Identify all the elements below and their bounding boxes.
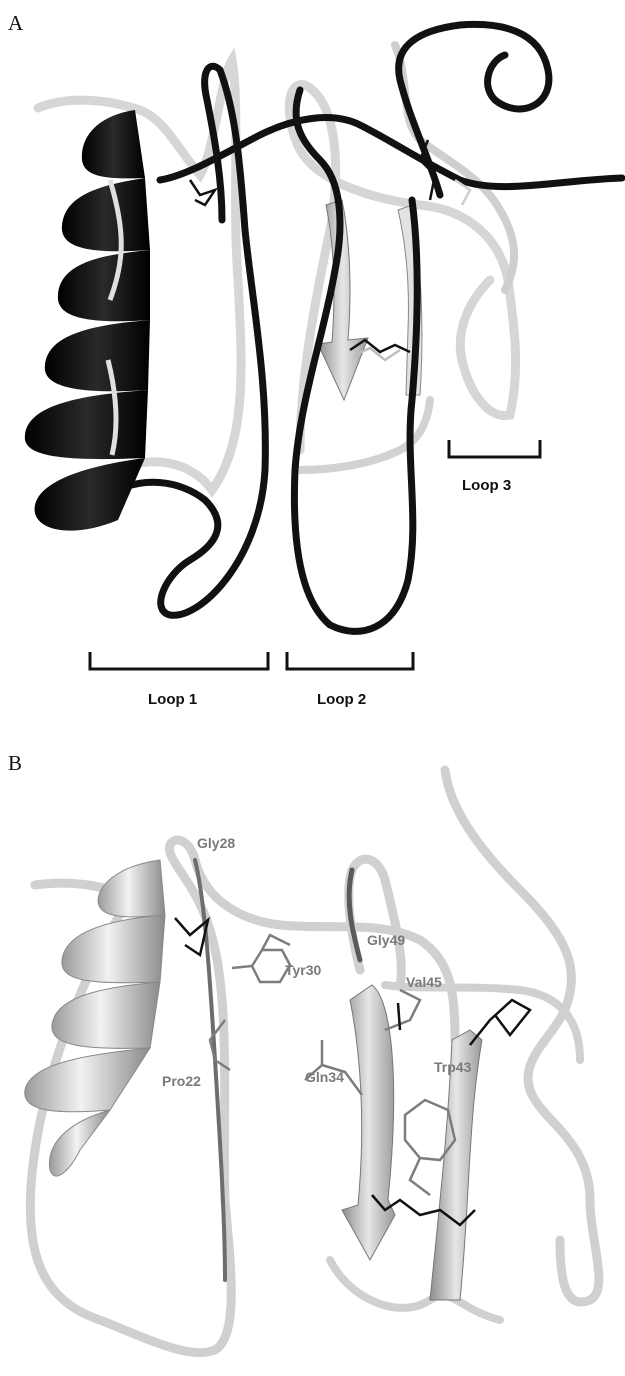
loop-brackets	[90, 440, 540, 669]
strand-b1	[342, 985, 395, 1260]
panel-a-structure	[25, 24, 622, 631]
coil-bottom	[330, 1260, 500, 1320]
panel-b-structure	[25, 770, 599, 1353]
loop-3-bracket	[449, 440, 540, 457]
residue-label-trp43: Trp43	[434, 1059, 472, 1075]
residue-label-tyr30: Tyr30	[285, 962, 322, 978]
residue-label-pro22: Pro22	[162, 1073, 201, 1089]
dark-helix	[25, 110, 150, 531]
loop-1-label: Loop 1	[148, 691, 197, 708]
residue-label-gly49: Gly49	[367, 932, 405, 948]
panel-a: A	[8, 11, 622, 708]
panel-a-letter: A	[8, 11, 24, 35]
dark-backbone-loop3	[399, 24, 549, 195]
coil-gly49-loop	[349, 859, 402, 985]
panel-b: B	[8, 751, 599, 1353]
residue-label-gln34: Gln34	[305, 1069, 344, 1085]
loop-3-label: Loop 3	[462, 477, 511, 494]
light-backbone-loop2	[289, 85, 515, 450]
panel-b-letter: B	[8, 751, 22, 775]
loop-2-label: Loop 2	[317, 691, 366, 708]
helix-b	[25, 860, 165, 1176]
loop-1-bracket	[90, 652, 268, 669]
dark-backbone-main	[160, 118, 622, 187]
residue-label-val45: Val45	[406, 974, 442, 990]
loop-2-bracket	[287, 652, 413, 669]
residue-label-gly28: Gly28	[197, 835, 235, 851]
